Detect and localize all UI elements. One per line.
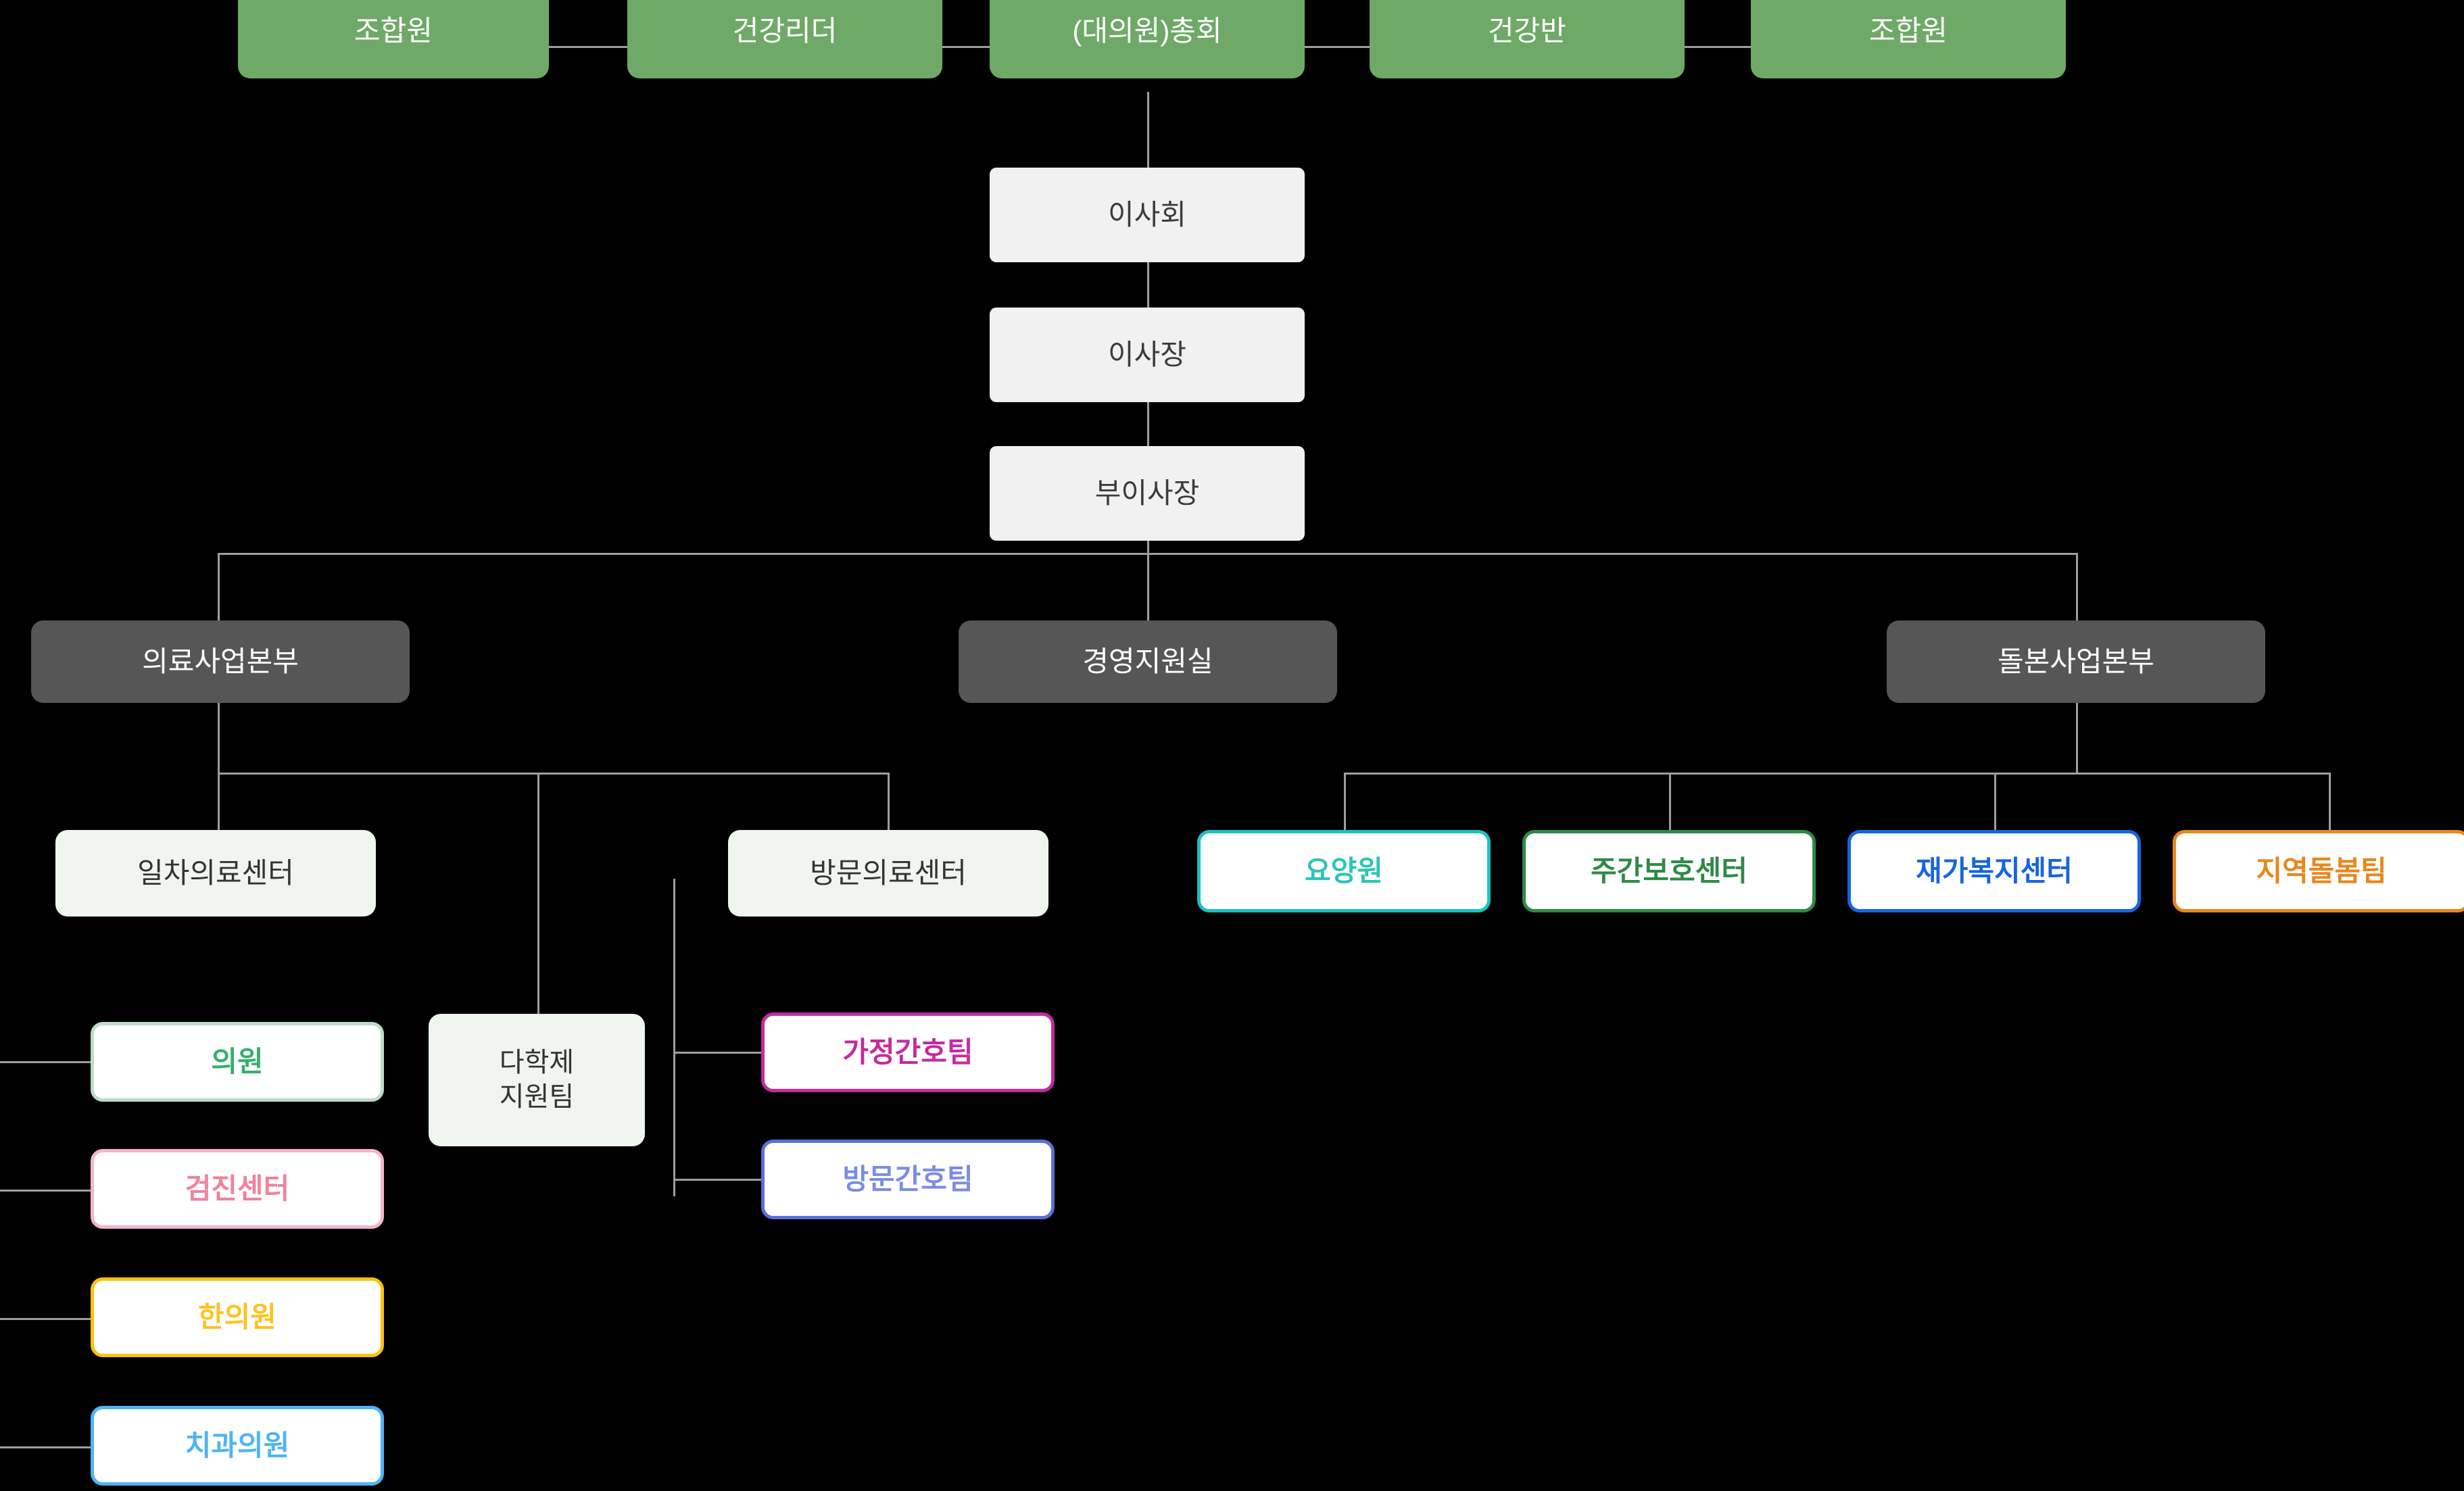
connector-bus-to-medical (218, 553, 220, 620)
connector-medical-to-multidisc (537, 773, 539, 1016)
connector-chair-to-vicechair (1147, 402, 1149, 467)
center-node-primary-care[interactable]: 일차의료센터 (55, 830, 376, 916)
connector-care-bus (1344, 773, 2330, 775)
connector-primary-to-clinic (0, 1061, 91, 1063)
connector-vicechair-down (1147, 541, 1149, 622)
connector-assembly-1 (549, 46, 627, 48)
connector-board-to-chair (1147, 262, 1149, 327)
unit-node-local-care-team[interactable]: 지역돌봄팀 (2173, 830, 2464, 912)
assembly-node-member-right[interactable]: 조합원 (1751, 0, 2066, 78)
assembly-node-general-assembly[interactable]: (대의원)총회 (990, 0, 1305, 78)
unit-node-nursing-home[interactable]: 요양원 (1197, 830, 1491, 912)
division-node-management-support[interactable]: 경영지원실 (959, 620, 1337, 703)
assembly-node-health-leader[interactable]: 건강리더 (627, 0, 942, 78)
unit-node-daycare-center[interactable]: 주간보호센터 (1522, 830, 1816, 912)
exec-node-board[interactable]: 이사회 (990, 168, 1305, 262)
unit-node-home-welfare-center[interactable]: 재가복지센터 (1847, 830, 2141, 912)
connector-visiting-to-home-nursing (673, 1052, 761, 1054)
connector-primary-to-dental (0, 1446, 91, 1448)
connector-assembly-to-board (1147, 92, 1149, 168)
connector-care-to-localteam (2329, 773, 2331, 852)
connector-care-to-daycare (1669, 773, 1671, 852)
division-node-care[interactable]: 돌본사업본부 (1887, 620, 2265, 703)
connector-assembly-2 (941, 46, 990, 48)
exec-node-vice-chairman[interactable]: 부이사장 (990, 446, 1305, 541)
connector-medical-to-primary (218, 773, 220, 852)
unit-node-dental-clinic[interactable]: 치과의원 (91, 1406, 384, 1486)
connector-division-bus (218, 553, 2078, 555)
unit-node-checkup-center[interactable]: 검진센터 (91, 1149, 384, 1229)
connector-medical-down (218, 703, 220, 773)
connector-bus-to-care (2076, 553, 2078, 620)
division-node-medical[interactable]: 의료사업본부 (31, 620, 410, 703)
connector-medical-bus (218, 773, 890, 775)
connector-assembly-4 (1683, 46, 1751, 48)
unit-node-home-nursing-team[interactable]: 가정간호팀 (761, 1012, 1055, 1092)
connector-primary-to-checkup (0, 1190, 91, 1192)
assembly-node-member-left[interactable]: 조합원 (238, 0, 549, 78)
connector-care-down (2076, 703, 2078, 773)
unit-node-clinic[interactable]: 의원 (91, 1022, 384, 1102)
center-node-multidisciplinary-team[interactable]: 다학제 지원팀 (429, 1014, 645, 1146)
connector-assembly-3 (1305, 46, 1370, 48)
assembly-node-health-group[interactable]: 건강반 (1370, 0, 1685, 78)
connector-visiting-spine (673, 879, 675, 1196)
connector-care-to-homewelfare (1994, 773, 1996, 852)
center-node-visiting-care[interactable]: 방문의료센터 (728, 830, 1048, 916)
connector-medical-to-visiting (888, 773, 890, 852)
exec-node-chairman[interactable]: 이사장 (990, 308, 1305, 402)
connector-care-to-nursinghome (1344, 773, 1346, 852)
connector-visiting-to-visit-nursing (673, 1179, 761, 1181)
connector-primary-to-oriental (0, 1318, 91, 1320)
unit-node-visiting-nursing-team[interactable]: 방문간호팀 (761, 1140, 1055, 1219)
unit-node-oriental-clinic[interactable]: 한의원 (91, 1277, 384, 1357)
